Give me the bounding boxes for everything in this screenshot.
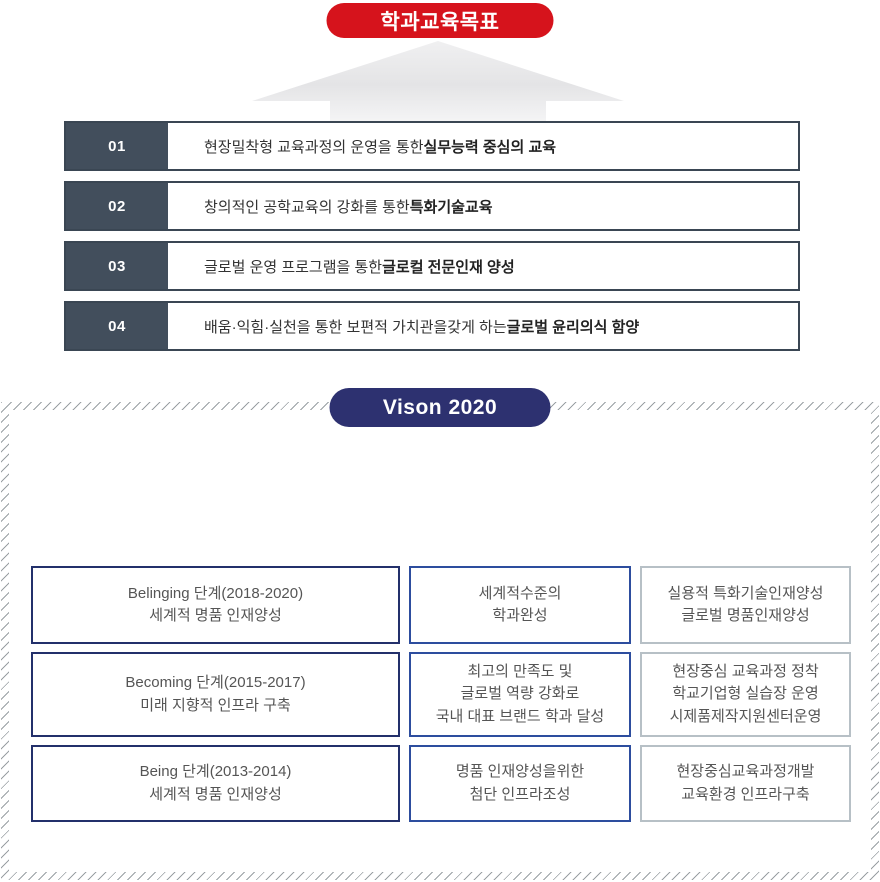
vision-badge: Vison 2020 <box>329 388 551 427</box>
goal-row-1: 01 현장밀착형 교육과정의 운영을 통한 실무능력 중심의 교육 <box>64 121 800 171</box>
vision-badge-label: Vison 2020 <box>382 395 498 419</box>
vision-cell-belinging: Belinging 단계(2018-2020) 세계적 명품 인재양성 <box>31 566 400 644</box>
goal-number: 04 <box>66 303 168 349</box>
goal-text: 창의적인 공학교육의 강화를 통한 특화기술교육 <box>168 183 798 229</box>
goal-row-3: 03 글로벌 운영 프로그램을 통한 글로컬 전문인재 양성 <box>64 241 800 291</box>
vision-cell-infra-creation: 명품 인재양성을위한 첨단 인프라조성 <box>409 745 631 822</box>
goals-badge: 학과교육목표 <box>326 3 554 38</box>
vision-grid: Belinging 단계(2018-2020) 세계적 명품 인재양성 세계적수… <box>31 566 851 822</box>
goal-text-bold: 실무능력 중심의 교육 <box>423 138 557 156</box>
goal-text-bold: 글로벌 윤리의식 함양 <box>506 318 640 336</box>
goal-text: 현장밀착형 교육과정의 운영을 통한 실무능력 중심의 교육 <box>168 123 798 169</box>
goal-text: 글로벌 운영 프로그램을 통한 글로컬 전문인재 양성 <box>168 243 798 289</box>
goal-row-2: 02 창의적인 공학교육의 강화를 통한 특화기술교육 <box>64 181 800 231</box>
vision-cell-field-centered-ops: 현장중심 교육과정 정착 학교기업형 실습장 운영 시제품제작지원센터운영 <box>640 652 851 737</box>
vision-cell-curriculum-infra: 현장중심교육과정개발 교육환경 인프라구축 <box>640 745 851 822</box>
goal-number: 02 <box>66 183 168 229</box>
vision-cell-top-brand-dept: 최고의 만족도 및 글로벌 역량 강화로 국내 대표 브랜드 학과 달성 <box>409 652 631 737</box>
vision-cell-being: Being 단계(2013-2014) 세계적 명품 인재양성 <box>31 745 400 822</box>
goal-number: 03 <box>66 243 168 289</box>
goal-text-bold: 글로컬 전문인재 양성 <box>382 258 515 276</box>
goal-text-normal: 배움·익힘·실천을 통한 보편적 가치관을갖게 하는 <box>204 318 507 336</box>
goal-text-bold: 특화기술교육 <box>409 198 493 216</box>
up-arrow-icon <box>252 41 624 121</box>
vision-cell-becoming: Becoming 단계(2015-2017) 미래 지향적 인프라 구축 <box>31 652 400 737</box>
goal-text-normal: 현장밀착형 교육과정의 운영을 통한 <box>204 138 424 156</box>
vision-cell-world-class-dept: 세계적수준의 학과완성 <box>409 566 631 644</box>
goal-text-normal: 창의적인 공학교육의 강화를 통한 <box>204 198 410 216</box>
goal-number: 01 <box>66 123 168 169</box>
goals-badge-label: 학과교육목표 <box>380 10 500 34</box>
goal-text-normal: 글로벌 운영 프로그램을 통한 <box>204 258 383 276</box>
vision-cell-practical-talent: 실용적 특화기술인재양성 글로벌 명품인재양성 <box>640 566 851 644</box>
